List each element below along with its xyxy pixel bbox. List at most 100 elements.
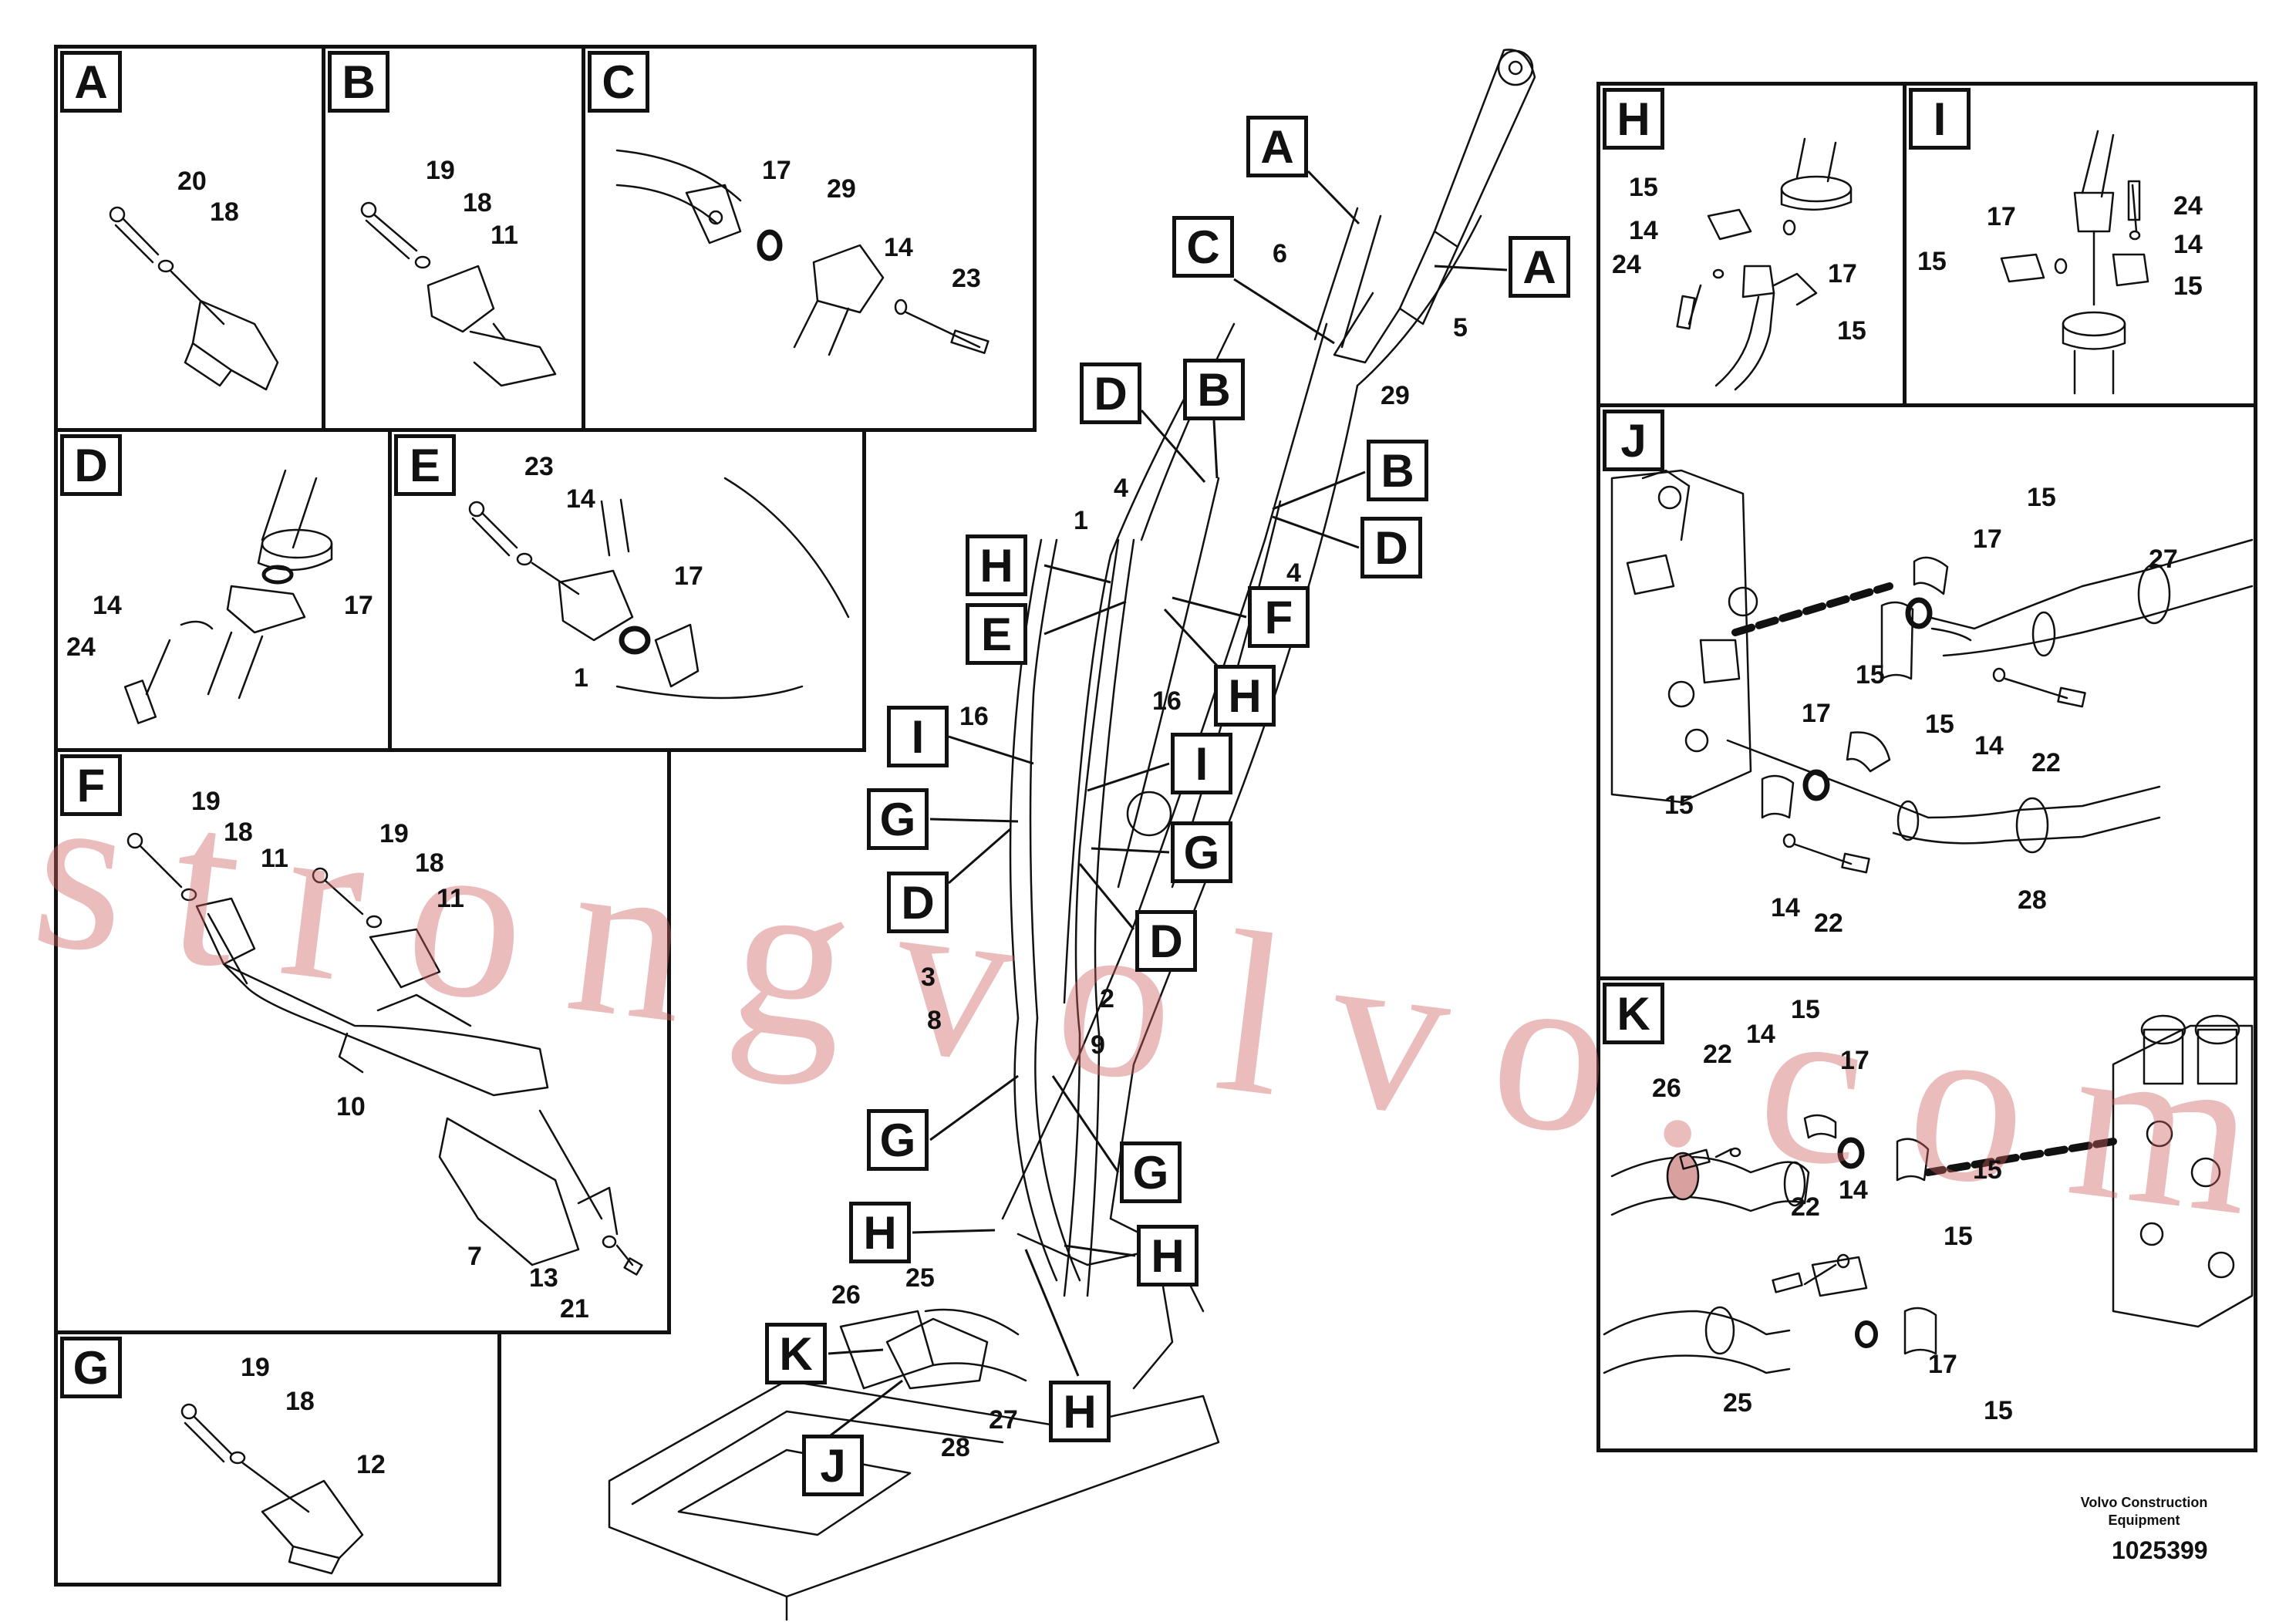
frame-label-f: F: [60, 754, 122, 816]
main-callout-h-lower-left: H: [849, 1202, 911, 1263]
part-number-label: 17: [344, 591, 373, 620]
part-number-label: 7: [467, 1242, 482, 1271]
main-callout-g-lower-right: G: [1120, 1141, 1182, 1203]
part-number-label: 11: [261, 844, 288, 873]
part-number-label: 15: [1837, 316, 1866, 346]
part-number-label: 26: [1652, 1074, 1681, 1103]
part-number-label: 4: [1286, 558, 1301, 588]
part-number-label: 10: [336, 1092, 366, 1121]
part-number-label: 19: [379, 819, 409, 848]
part-number-label: 28: [941, 1433, 970, 1462]
main-callout-j: J: [802, 1435, 864, 1496]
part-number-label: 16: [1152, 686, 1182, 716]
detail-c-art: [615, 149, 990, 356]
part-number-label: 11: [491, 221, 518, 250]
part-number-label: 26: [831, 1280, 861, 1310]
part-number-label: 14: [1771, 893, 1800, 922]
part-number-label: 11: [437, 884, 464, 913]
part-number-label: 15: [1925, 710, 1954, 739]
part-number-label: 17: [762, 156, 791, 185]
part-number-label: 19: [241, 1353, 270, 1382]
part-number-label: 14: [2173, 230, 2203, 259]
main-callout-k: K: [765, 1323, 827, 1384]
part-number-label: 15: [1664, 791, 1694, 820]
part-number-label: 9: [1091, 1030, 1105, 1060]
detail-d-art: [123, 469, 333, 724]
frame-label-a: A: [60, 51, 122, 113]
detail-frame-j: [1596, 403, 2257, 980]
part-number-label: 25: [1723, 1388, 1752, 1418]
part-number-label: 1: [1074, 506, 1088, 535]
footer-company-name: Volvo Construction Equipment: [2080, 1495, 2208, 1528]
main-callout-c: C: [1172, 216, 1234, 278]
part-number-label: 17: [674, 561, 703, 591]
frame-label-i: I: [1909, 88, 1971, 150]
frame-label-d: D: [60, 434, 122, 496]
part-number-label: 24: [1612, 250, 1641, 279]
part-number-label: 14: [566, 484, 595, 514]
part-number-label: 15: [1856, 660, 1885, 690]
part-number-label: 15: [1973, 1155, 2002, 1185]
part-number-label: 6: [1273, 239, 1287, 268]
part-number-label: 17: [1928, 1350, 1957, 1379]
part-number-label: 14: [1839, 1175, 1868, 1205]
part-number-label: 8: [927, 1006, 942, 1035]
main-callout-d-top: D: [1080, 363, 1141, 424]
main-callout-e: E: [966, 603, 1027, 665]
main-callout-i-left: I: [887, 706, 949, 767]
main-callout-d-lower-right: D: [1135, 910, 1197, 972]
frame-label-c: C: [588, 51, 649, 113]
part-number-label: 17: [1987, 202, 2016, 231]
main-callout-h-bottom: H: [1049, 1381, 1111, 1442]
part-number-label: 22: [1814, 909, 1843, 938]
frame-label-b: B: [328, 51, 389, 113]
part-number-label: 15: [1629, 173, 1658, 202]
part-number-label: 14: [1974, 731, 2004, 760]
part-number-label: 29: [1381, 381, 1410, 410]
detail-f-art: [126, 832, 643, 1276]
part-number-label: 1: [574, 663, 588, 693]
detail-frame-e: [388, 428, 866, 752]
leader-lines: [827, 170, 1508, 1439]
frame-label-g: G: [60, 1337, 122, 1398]
part-number-label: 17: [1973, 524, 2002, 554]
part-number-label: 18: [210, 197, 239, 227]
part-number-label: 23: [524, 452, 554, 481]
part-number-label: 15: [1984, 1396, 2013, 1425]
main-callout-d-right: D: [1360, 517, 1422, 578]
part-number-label: 14: [93, 591, 122, 620]
part-number-label: 22: [2031, 748, 2061, 777]
part-number-label: 18: [463, 188, 492, 218]
part-number-label: 14: [884, 233, 913, 262]
main-callout-a-right: A: [1509, 236, 1570, 298]
part-number-label: 14: [1746, 1020, 1775, 1049]
part-number-label: 24: [66, 632, 96, 662]
detail-h-art: [1676, 137, 1853, 391]
part-number-label: 24: [2173, 191, 2203, 221]
part-number-label: 17: [1802, 699, 1831, 728]
part-number-label: 17: [1840, 1046, 1870, 1075]
main-callout-a-left: A: [1246, 116, 1308, 177]
main-callout-i-right: I: [1171, 733, 1232, 794]
detail-j-art: [1610, 469, 2254, 874]
main-callout-b-right: B: [1367, 440, 1428, 501]
boom-art: [608, 49, 1536, 1621]
detail-i-art: [2000, 130, 2149, 395]
detail-frame-k: [1596, 976, 2257, 1452]
part-number-label: 18: [415, 848, 444, 878]
part-number-label: 21: [560, 1294, 589, 1324]
part-number-label: 18: [224, 818, 253, 847]
main-callout-h-lower-right: H: [1137, 1225, 1199, 1286]
main-callout-g-upper-right: G: [1171, 821, 1232, 883]
part-number-label: 19: [426, 156, 455, 185]
part-number-label: 15: [1791, 995, 1820, 1024]
part-number-label: 12: [356, 1450, 386, 1479]
part-number-label: 3: [921, 963, 936, 992]
part-number-label: 19: [191, 787, 221, 816]
detail-b-art: [360, 201, 557, 387]
detail-g-art: [180, 1403, 364, 1575]
detail-e-art: [468, 477, 850, 700]
part-number-label: 27: [989, 1405, 1018, 1435]
